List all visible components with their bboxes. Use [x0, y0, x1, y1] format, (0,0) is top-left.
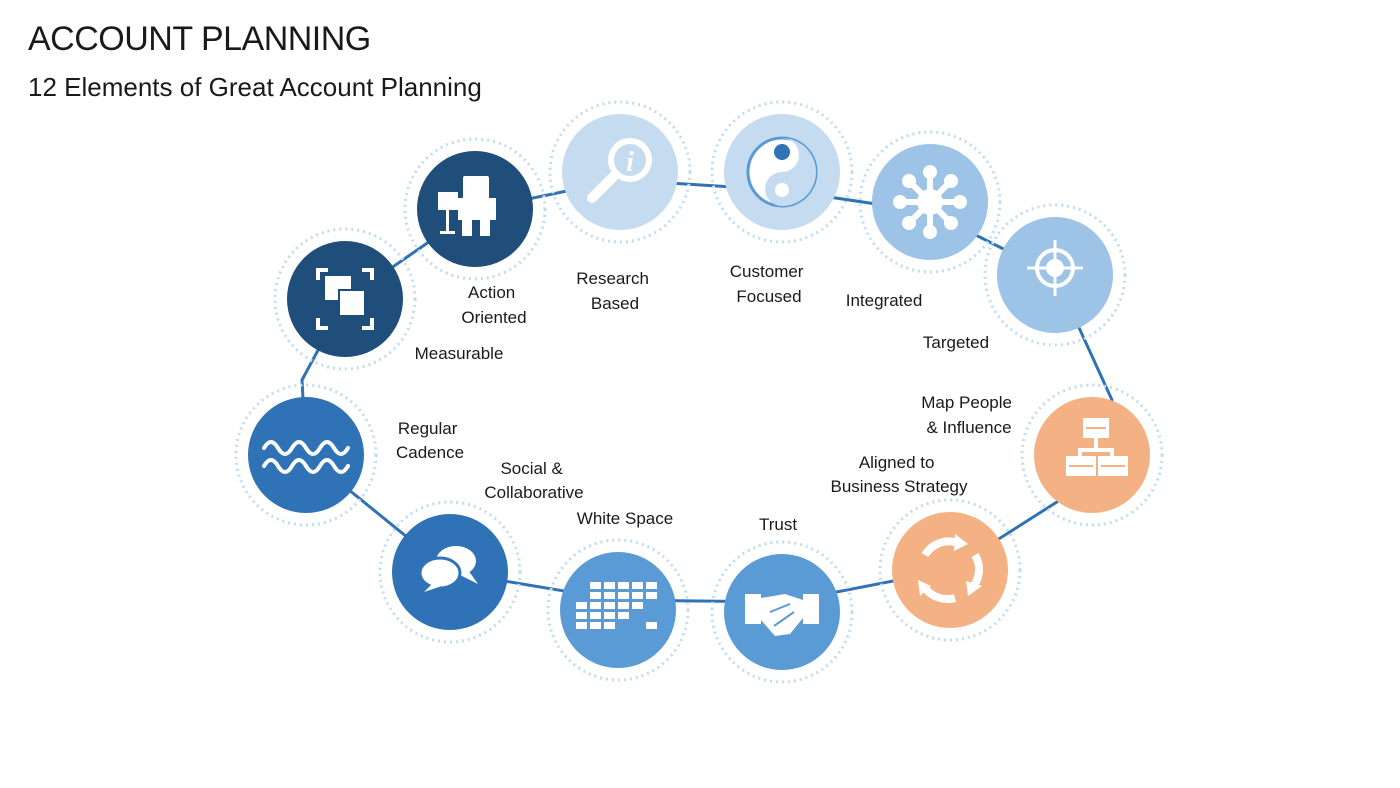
dotted-halo: [858, 130, 1002, 274]
dotted-halo: [710, 100, 854, 244]
element-research-based: i: [548, 100, 692, 244]
wave-icon: [262, 440, 350, 474]
element-circle: [248, 397, 364, 513]
label-line: Targeted: [923, 333, 989, 352]
element-labels: Action Oriented Research Based Customer …: [396, 262, 1016, 534]
label-line: Action: [468, 283, 515, 302]
label-line: Integrated: [846, 291, 923, 310]
cycle-arrows-icon: [918, 534, 984, 604]
handshake-icon: [745, 594, 819, 636]
org-chart-icon: [1066, 418, 1128, 476]
label-line: Cadence: [396, 443, 464, 462]
dotted-halo: [403, 137, 547, 281]
label-regular-cadence: Regular Cadence: [396, 419, 464, 462]
measure-frame-icon: [316, 268, 374, 330]
label-line: Aligned to: [859, 453, 935, 472]
dotted-halo: [273, 227, 417, 371]
dotted-halo: [234, 383, 378, 527]
label-customer-focused: Customer Focused: [730, 262, 808, 306]
label-research-based: Research Based: [576, 269, 654, 313]
element-circle: [892, 512, 1008, 628]
element-trust: [710, 540, 854, 684]
label-targeted: Targeted: [923, 333, 989, 352]
label-line: Regular: [398, 419, 458, 438]
label-aligned-business-strategy: Aligned to Business Strategy: [830, 453, 968, 496]
element-integrated: [858, 130, 1002, 274]
label-measurable: Measurable: [415, 344, 504, 363]
dotted-halo: [378, 500, 522, 644]
dotted-halo: [983, 203, 1127, 347]
element-regular-cadence: [234, 383, 378, 527]
label-line: White Space: [577, 509, 673, 528]
label-line: Map People: [921, 393, 1012, 412]
label-line: Social &: [500, 459, 563, 478]
label-line: & Influence: [926, 418, 1011, 437]
label-line: Collaborative: [484, 483, 583, 502]
label-line: Based: [591, 294, 639, 313]
element-social-collaborative: [378, 500, 522, 644]
label-map-people-influence: Map People & Influence: [921, 393, 1016, 437]
page-subtitle: 12 Elements of Great Account Planning: [28, 72, 482, 102]
element-measurable: [273, 227, 417, 371]
dotted-halo: [710, 540, 854, 684]
label-line: Oriented: [461, 308, 526, 327]
mailbox-figure-icon: [438, 176, 496, 236]
dotted-halo: [546, 538, 690, 682]
network-flower-icon: [893, 165, 967, 239]
yin-yang-icon: [746, 136, 818, 208]
grid-table-icon: [576, 582, 657, 629]
target-crosshair-icon: [1027, 240, 1083, 296]
element-targeted: [983, 203, 1127, 347]
label-white-space: White Space: [577, 509, 673, 528]
element-customer-focused: [710, 100, 854, 244]
element-circle: [1034, 397, 1150, 513]
label-trust: Trust: [759, 515, 797, 534]
element-aligned-business-strategy: [878, 498, 1022, 642]
svg-text:i: i: [626, 147, 634, 178]
label-action-oriented: Action Oriented: [461, 283, 526, 327]
label-line: Customer: [730, 262, 804, 281]
element-circle: [560, 552, 676, 668]
element-map-people-influence: [1020, 383, 1164, 527]
page-title: ACCOUNT PLANNING: [28, 20, 371, 58]
label-line: Research: [576, 269, 649, 288]
label-social-collaborative: Social & Collaborative: [484, 459, 583, 502]
dotted-halo: [878, 498, 1022, 642]
element-white-space: [546, 538, 690, 682]
chat-bubbles-icon: [418, 546, 478, 592]
label-line: Business Strategy: [830, 477, 968, 496]
element-action-oriented: [403, 137, 547, 281]
info-magnifier-icon: i: [587, 138, 652, 203]
label-line: Trust: [759, 515, 797, 534]
dotted-halo: [1020, 383, 1164, 527]
label-line: Focused: [736, 287, 801, 306]
dotted-halo: [548, 100, 692, 244]
label-integrated: Integrated: [846, 291, 923, 310]
label-line: Measurable: [415, 344, 504, 363]
